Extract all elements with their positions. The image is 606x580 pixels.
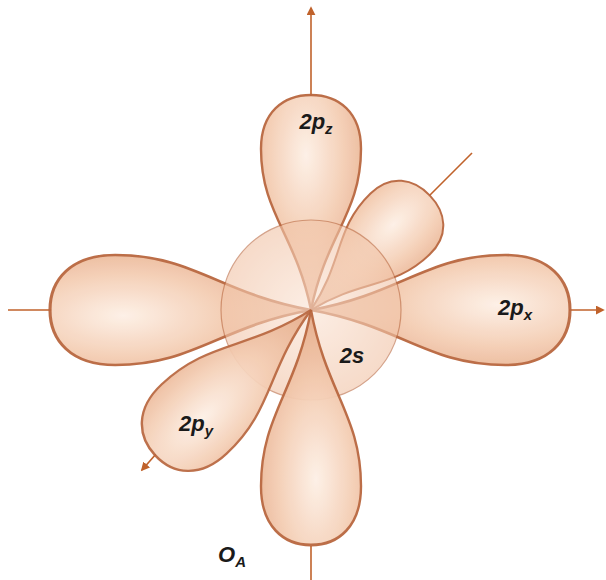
axes xyxy=(8,8,603,580)
x-axis xyxy=(569,309,603,311)
y-axis xyxy=(428,153,472,197)
orbital-label: 2pz xyxy=(299,111,332,133)
orbital-label: 2s xyxy=(340,345,364,367)
y-axis xyxy=(142,454,156,470)
z-axis xyxy=(310,8,312,96)
orbital-label: 2py xyxy=(179,413,213,435)
orbital-label: 2px xyxy=(498,297,532,319)
orbital-lobes xyxy=(50,95,570,545)
z-axis xyxy=(310,546,312,580)
atom-label: OA xyxy=(218,544,246,566)
x-axis xyxy=(8,309,52,311)
py-lobe xyxy=(123,275,344,490)
